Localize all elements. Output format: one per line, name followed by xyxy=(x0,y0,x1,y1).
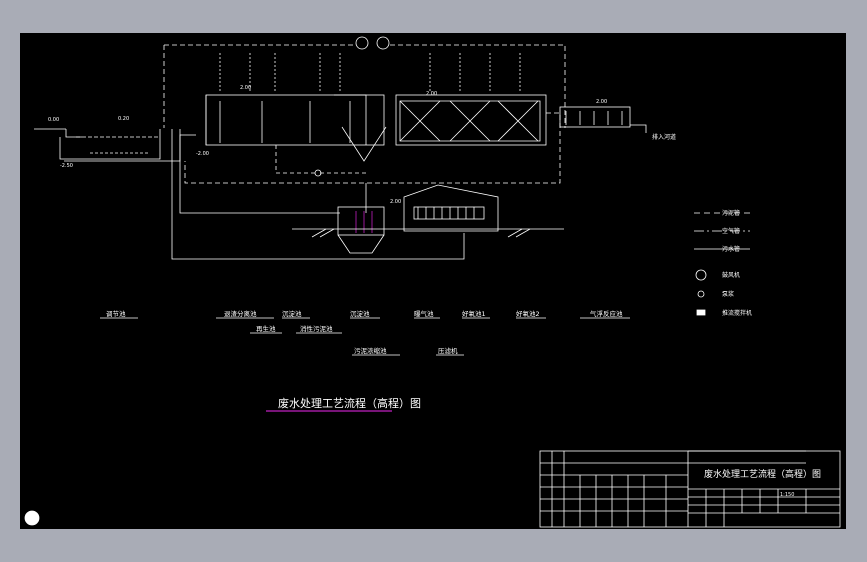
unit-label-12: 压滤机 xyxy=(438,346,458,355)
legend-air-label: 空气管 xyxy=(722,227,740,235)
title-block-scale: 1:150 xyxy=(780,492,794,498)
legend-pump-icon xyxy=(697,290,705,298)
legend-sludge-label: 污泥管 xyxy=(722,209,740,217)
process-elevation-diagram: 0.00 0.20 -2.50 -2.00 2.00 2.00 2.00 2.0… xyxy=(24,36,841,528)
legend-mixer-icon xyxy=(696,309,706,316)
unit-label-4: 沉淀池 xyxy=(350,309,370,318)
elev-label-7: 2.00 xyxy=(596,99,607,105)
unit-label-6: 好氧池1 xyxy=(462,309,486,318)
blower-icon-1 xyxy=(355,36,369,50)
cad-drawing-canvas: 0.00 0.20 -2.50 -2.00 2.00 2.00 2.00 2.0… xyxy=(20,33,846,529)
legend-blower-icon xyxy=(695,269,707,281)
legend-blower-label: 鼓风机 xyxy=(722,271,740,279)
unit-label-9: 再生池 xyxy=(256,324,276,333)
filter-press xyxy=(413,206,485,220)
drawing-title: 废水处理工艺流程（高程）图 xyxy=(278,396,421,410)
legend-water-label: 污水管 xyxy=(722,245,740,253)
air-main-line xyxy=(164,44,566,128)
title-block-drawing-title: 废水处理工艺流程（高程）图 xyxy=(704,468,821,480)
elev-label-5: 2.00 xyxy=(240,85,251,91)
unit-label-11: 污泥浓缩池 xyxy=(354,346,387,355)
unit-label-1: 调节池 xyxy=(106,309,126,318)
unit-label-7: 好氧池2 xyxy=(516,309,540,318)
aerobic-tanks xyxy=(395,94,547,146)
elev-label-3: -2.50 xyxy=(60,163,73,169)
unit-label-8: 气浮反应池 xyxy=(590,309,623,318)
elev-label-6: 2.00 xyxy=(426,91,437,97)
filter-press-house xyxy=(403,184,499,232)
elev-label-2: 0.20 xyxy=(118,116,129,122)
primary-tanks xyxy=(205,94,385,146)
unit-label-2: 退渣分离池 xyxy=(224,309,257,318)
legend-pump-label: 泵浆 xyxy=(722,290,734,298)
sedimentation-cone xyxy=(334,94,387,162)
unit-label-5: 曝气池 xyxy=(414,309,434,318)
cad-logo-icon xyxy=(24,510,40,526)
legend-mixer-label: 推流搅拌机 xyxy=(722,309,752,317)
elev-label-8: 2.00 xyxy=(390,199,401,205)
blower-icon-2 xyxy=(376,36,390,50)
sludge-thickener xyxy=(337,206,385,236)
elev-label-1: 0.00 xyxy=(48,117,59,123)
unit-label-3: 沉淀池 xyxy=(282,309,302,318)
elev-label-4: -2.00 xyxy=(196,151,209,157)
outlet-tank xyxy=(559,106,631,128)
unit-label-10: 消性污泥池 xyxy=(300,324,333,333)
regulating-tank xyxy=(59,129,161,160)
outlet-label: 排入河道 xyxy=(652,133,676,141)
